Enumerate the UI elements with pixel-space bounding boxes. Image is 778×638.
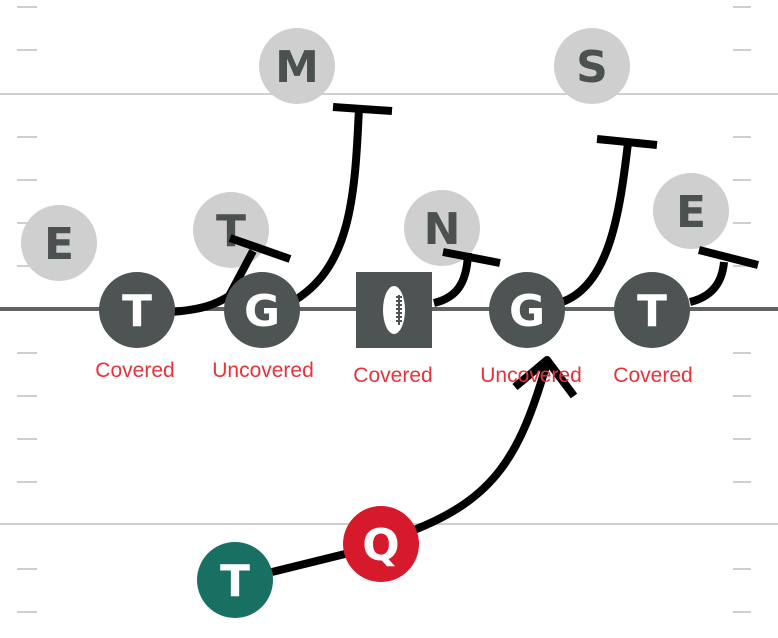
defender-sam-letter: S: [576, 42, 608, 93]
route-left-guard-bar: [332, 103, 393, 115]
defender-end-right-letter: E: [676, 187, 706, 238]
label-right-guard: Uncovered: [480, 364, 582, 387]
defender-mike: M: [259, 28, 335, 104]
defender-nose: N: [404, 190, 480, 266]
route-back: [271, 549, 350, 576]
route-left-guard: [288, 106, 363, 307]
right-tackle-letter: T: [637, 286, 667, 337]
offense: T G G T: [99, 272, 690, 618]
label-center: Covered: [353, 364, 432, 387]
route-center-bar: [442, 248, 501, 267]
route-right-tackle-bar: [698, 246, 759, 269]
defense: M S E T N E: [21, 28, 729, 281]
defender-end-left: E: [21, 205, 97, 281]
label-left-guard: Uncovered: [212, 359, 314, 382]
label-right-tackle: Covered: [613, 364, 692, 387]
defender-tackle-letter: T: [216, 206, 246, 257]
left-tackle-letter: T: [122, 286, 152, 337]
left-guard-letter: G: [244, 286, 280, 337]
left-guard: G: [224, 272, 300, 348]
right-tackle: T: [614, 272, 690, 348]
route-quarterback-arrow: [512, 356, 578, 399]
quarterback: Q: [343, 506, 419, 582]
route-left-tackle-bar: [228, 234, 292, 263]
defender-tackle: T: [193, 192, 269, 268]
left-tackle: T: [99, 272, 175, 348]
route-center: [432, 252, 472, 307]
back-letter: T: [220, 556, 250, 607]
football-icon: [383, 286, 405, 334]
route-left-tackle: [169, 292, 232, 316]
quarterback-letter: Q: [362, 520, 399, 571]
defender-end-left-letter: E: [44, 219, 74, 270]
back: T: [197, 542, 273, 618]
route-right-guard-bar: [596, 135, 658, 149]
route-quarterback: [412, 364, 550, 534]
coverage-labels: Covered Uncovered Covered Uncovered Cove…: [95, 359, 692, 387]
defender-end-right: E: [653, 173, 729, 249]
right-guard-letter: G: [509, 286, 545, 337]
center: [356, 272, 432, 348]
defender-mike-letter: M: [275, 42, 319, 93]
route-right-guard: [560, 142, 632, 306]
label-left-tackle: Covered: [95, 359, 174, 382]
defender-nose-letter: N: [424, 204, 461, 255]
defender-sam: S: [554, 28, 630, 104]
route-right-tackle: [688, 261, 728, 306]
right-guard: G: [489, 272, 565, 348]
